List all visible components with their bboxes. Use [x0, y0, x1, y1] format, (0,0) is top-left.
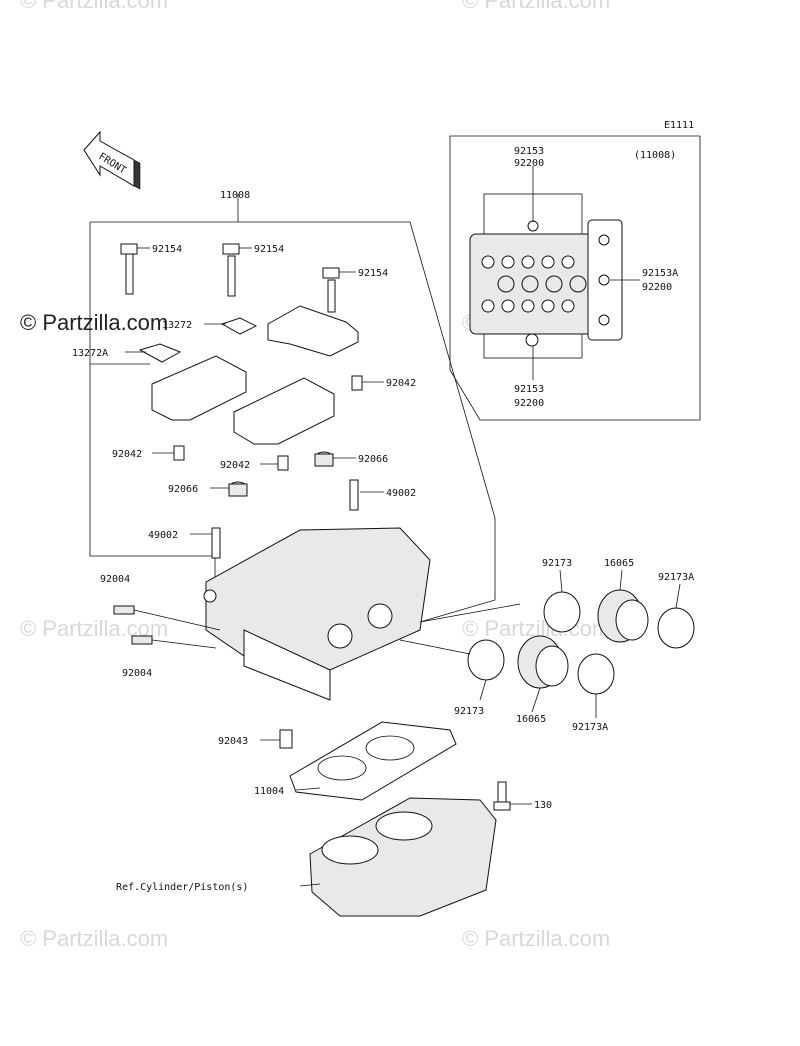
valve-guides: [211, 479, 359, 559]
part-label-11004[interactable]: 11004: [254, 786, 284, 797]
part-label-13272[interactable]: 13272: [162, 320, 192, 331]
part-label-92153[interactable]: 92153: [514, 146, 544, 157]
part-label-92043[interactable]: 92043: [218, 736, 248, 747]
cylinder-block: [309, 797, 497, 917]
watermark: © Partzilla.com: [462, 0, 610, 13]
part-label-92042[interactable]: 92042: [220, 460, 250, 471]
inset-head-drawing: [469, 193, 623, 359]
part-label-92173[interactable]: 92173: [454, 706, 484, 717]
part-label-92154[interactable]: 92154: [254, 244, 284, 255]
bolts: [120, 243, 340, 313]
part-label-92042[interactable]: 92042: [386, 378, 416, 389]
cylinder-head: [203, 527, 431, 701]
diagram-code: E1111: [664, 120, 694, 131]
watermark: © Partzilla.com: [462, 926, 610, 951]
camshaft-caps: [138, 305, 359, 445]
watermark: © Partzilla.com: [20, 310, 168, 335]
inset-label: (11008): [634, 150, 676, 161]
part-label-92153a[interactable]: 92153A: [642, 268, 678, 279]
front-arrow-icon: FRONT: [83, 130, 141, 190]
part-label-92004[interactable]: 92004: [122, 668, 152, 679]
head-gasket: [289, 721, 457, 801]
part-label-13272a[interactable]: 13272A: [72, 348, 108, 359]
part-labels: 11008 92154 92154 92154 13272 13272A 920…: [72, 146, 694, 893]
part-label-92042[interactable]: 92042: [112, 449, 142, 460]
leader-lines: [125, 247, 681, 887]
watermarks: © Partzilla.com © Partzilla.com © Partzi…: [20, 0, 610, 951]
stud-130: [493, 781, 511, 811]
inset-panel: (11008): [449, 135, 701, 421]
watermark: © Partzilla.com: [20, 926, 168, 951]
intake-clamps-and-holders: [467, 589, 695, 695]
part-label-92200[interactable]: 92200: [642, 282, 672, 293]
part-label-92154[interactable]: 92154: [152, 244, 182, 255]
part-label-92153[interactable]: 92153: [514, 384, 544, 395]
part-label-92173[interactable]: 92173: [542, 558, 572, 569]
part-label-16065[interactable]: 16065: [604, 558, 634, 569]
part-label-49002[interactable]: 49002: [148, 530, 178, 541]
part-label-49002[interactable]: 49002: [386, 488, 416, 499]
part-label-92200[interactable]: 92200: [514, 398, 544, 409]
part-label-92200[interactable]: 92200: [514, 158, 544, 169]
part-label-92066[interactable]: 92066: [358, 454, 388, 465]
dowel-pins: [173, 375, 363, 749]
part-label-130[interactable]: 130: [534, 800, 552, 811]
part-label-16065[interactable]: 16065: [516, 714, 546, 725]
part-label-11008[interactable]: 11008: [220, 190, 250, 201]
part-label-92004[interactable]: 92004: [100, 574, 130, 585]
part-label-92154[interactable]: 92154: [358, 268, 388, 279]
watermark: © Partzilla.com: [20, 0, 168, 13]
part-label-92066[interactable]: 92066: [168, 484, 198, 495]
part-label-92173a[interactable]: 92173A: [572, 722, 608, 733]
part-label-ref-cylinder-piston[interactable]: Ref.Cylinder/Piston(s): [116, 882, 248, 893]
part-label-92173a[interactable]: 92173A: [658, 572, 694, 583]
